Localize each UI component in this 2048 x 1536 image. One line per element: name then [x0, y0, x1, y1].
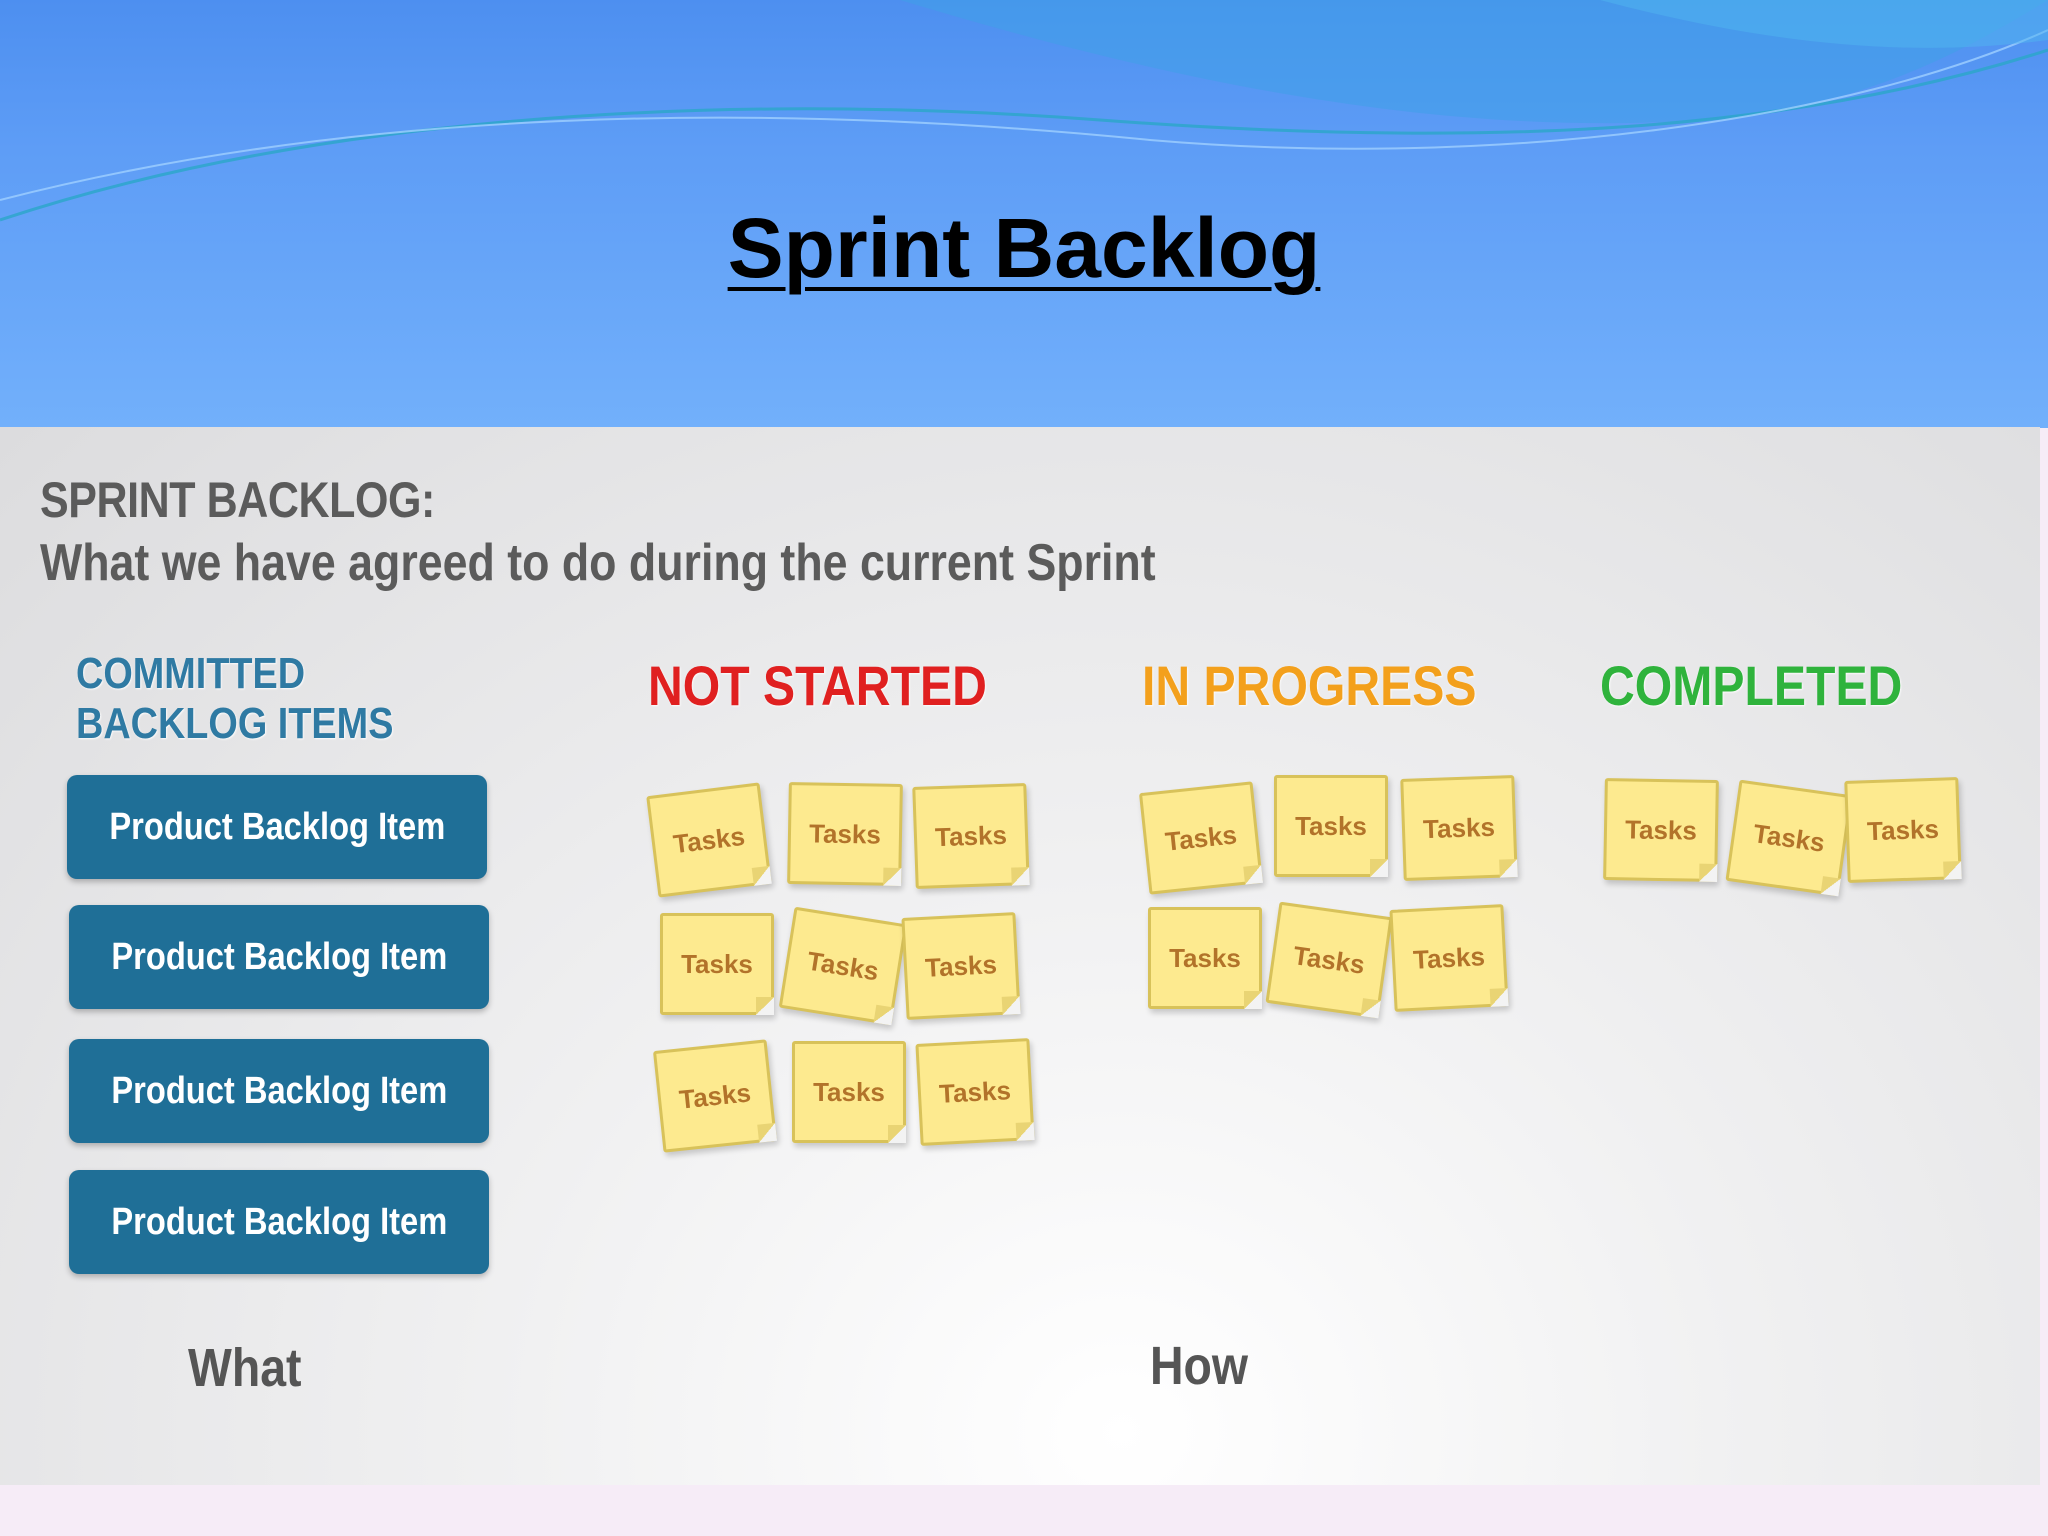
product-backlog-item: Product Backlog Item: [69, 1039, 489, 1143]
board-title: SPRINT BACKLOG:: [40, 471, 435, 529]
task-note-not-started: Tasks: [901, 912, 1020, 1020]
task-note-in-progress: Tasks: [1265, 902, 1392, 1019]
column-header-committed: COMMITTED BACKLOG ITEMS: [76, 649, 437, 749]
slide-title: Sprint Backlog: [0, 200, 2048, 297]
caption-what: What: [188, 1337, 301, 1399]
task-note-not-started: Tasks: [787, 782, 903, 886]
slide-header: Sprint Backlog: [0, 0, 2048, 428]
task-note-not-started: Tasks: [779, 907, 908, 1026]
task-note-completed: Tasks: [1725, 780, 1852, 897]
column-header-completed: COMPLETED: [1600, 653, 1902, 718]
task-note-not-started: Tasks: [915, 1038, 1034, 1146]
task-note-not-started: Tasks: [660, 913, 774, 1015]
task-note-not-started: Tasks: [646, 782, 772, 897]
product-backlog-item: Product Backlog Item: [69, 905, 489, 1009]
column-header-in-progress: IN PROGRESS: [1142, 653, 1477, 718]
board-subtitle: What we have agreed to do during the cur…: [40, 533, 1156, 593]
column-header-not-started: NOT STARTED: [648, 653, 987, 718]
task-note-in-progress: Tasks: [1139, 781, 1263, 894]
task-note-completed: Tasks: [1844, 777, 1961, 883]
task-note-in-progress: Tasks: [1389, 904, 1508, 1012]
sprint-backlog-board: SPRINT BACKLOG: What we have agreed to d…: [0, 427, 2040, 1485]
task-note-not-started: Tasks: [792, 1041, 906, 1143]
task-note-in-progress: Tasks: [1148, 907, 1262, 1009]
task-note-not-started: Tasks: [653, 1039, 777, 1152]
task-note-not-started: Tasks: [912, 783, 1029, 889]
task-note-in-progress: Tasks: [1274, 775, 1388, 877]
product-backlog-item: Product Backlog Item: [69, 1170, 489, 1274]
task-note-completed: Tasks: [1603, 778, 1719, 882]
product-backlog-item: Product Backlog Item: [67, 775, 487, 879]
caption-how: How: [1150, 1335, 1248, 1397]
task-note-in-progress: Tasks: [1400, 775, 1517, 881]
